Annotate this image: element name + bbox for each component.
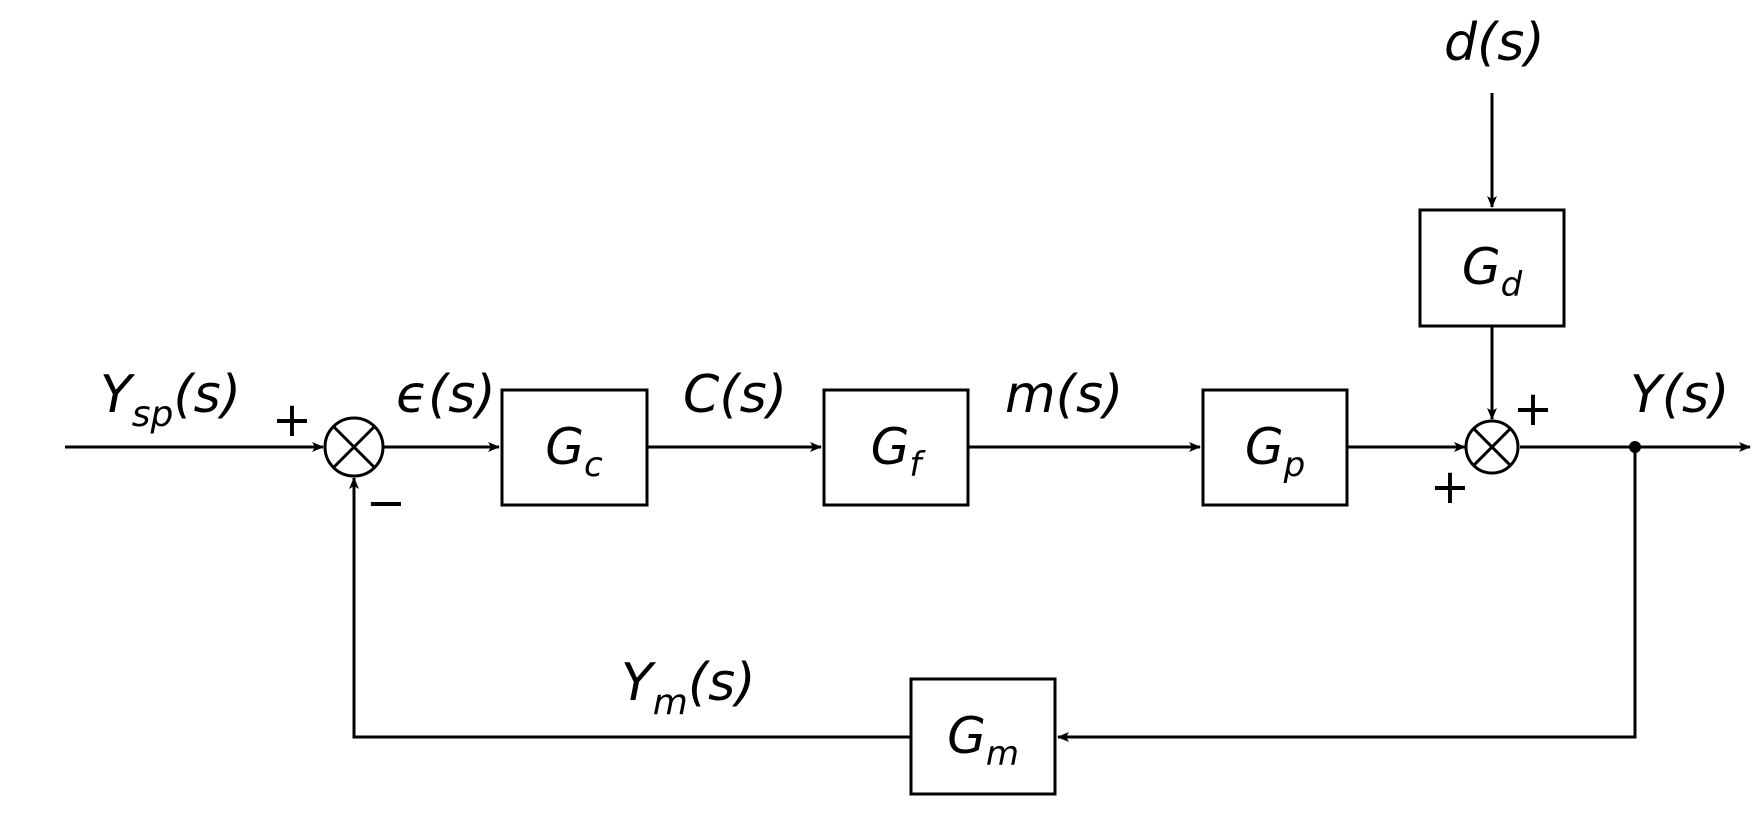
summing-junction-output — [1464, 419, 1520, 475]
summer2-plus-sign-left: + — [1430, 459, 1470, 515]
summer1-minus-sign: − — [366, 475, 406, 531]
controller-label: Gc — [545, 418, 603, 485]
measured-signal-label: Ym(s) — [621, 653, 756, 723]
process-block — [1201, 388, 1349, 507]
measurement-label: Gm — [947, 707, 1019, 774]
summer2-plus-sign-top: + — [1513, 381, 1553, 437]
summing-junction-error — [323, 416, 385, 478]
branch-point — [1629, 441, 1641, 453]
controller-output-signal-label: C(s) — [683, 365, 787, 425]
disturbance-block-label: Gd — [1462, 238, 1523, 305]
disturbance-block — [1418, 208, 1566, 328]
controller-block — [500, 388, 649, 507]
disturbance-signal-label: d(s) — [1444, 13, 1545, 73]
setpoint-signal-label: Ysp(s) — [100, 365, 241, 435]
final-element-block — [822, 388, 970, 507]
wire-feedback-to-summer — [349, 477, 911, 739]
wire-feedback-to-measurement — [1057, 447, 1637, 742]
output-signal-label: Y(s) — [1630, 365, 1729, 425]
process-label: Gp — [1245, 418, 1305, 485]
final-element-label: Gf — [871, 418, 927, 485]
manipulated-signal-label: m(s) — [1005, 365, 1123, 425]
summer1-plus-sign: + — [272, 392, 312, 448]
error-signal-label: ϵ(s) — [396, 365, 496, 425]
measurement-block — [909, 677, 1057, 796]
